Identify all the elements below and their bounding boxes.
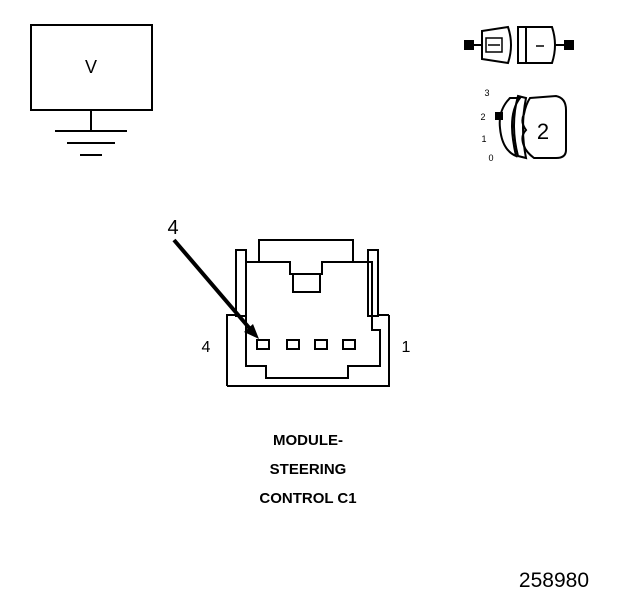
connector-face: 4 1 (202, 239, 411, 387)
ignition-key-icon: 3 2 1 0 2 (480, 88, 567, 163)
ground-icon (55, 110, 127, 156)
pin-right-label: 1 (402, 339, 411, 356)
key-current-position: 2 (537, 119, 549, 144)
key-position-label: 0 (488, 153, 493, 163)
callout-number: 4 (167, 217, 178, 239)
figure-id: 258980 (519, 569, 589, 592)
disconnected-connector-icon (464, 25, 574, 65)
pin-cavity (314, 339, 328, 350)
pin-cavity (342, 339, 356, 350)
connector-name: MODULE- STEERING CONTROL C1 (259, 432, 356, 507)
pin-left-label: 4 (202, 339, 211, 356)
key-position-label: 2 (480, 112, 485, 122)
voltmeter: V (30, 24, 153, 156)
connector-name-line: MODULE- (273, 432, 343, 449)
connector-name-line: STEERING (270, 461, 347, 478)
key-position-label: 3 (484, 88, 489, 98)
callout-arrow: 4 (167, 217, 259, 339)
voltmeter-symbol: V (85, 57, 97, 77)
arrow-head-icon (244, 324, 259, 339)
pin-cavity (256, 339, 270, 350)
key-position-label: 1 (481, 134, 486, 144)
pin-cavity (286, 339, 300, 350)
connector-name-line: CONTROL C1 (259, 490, 356, 507)
